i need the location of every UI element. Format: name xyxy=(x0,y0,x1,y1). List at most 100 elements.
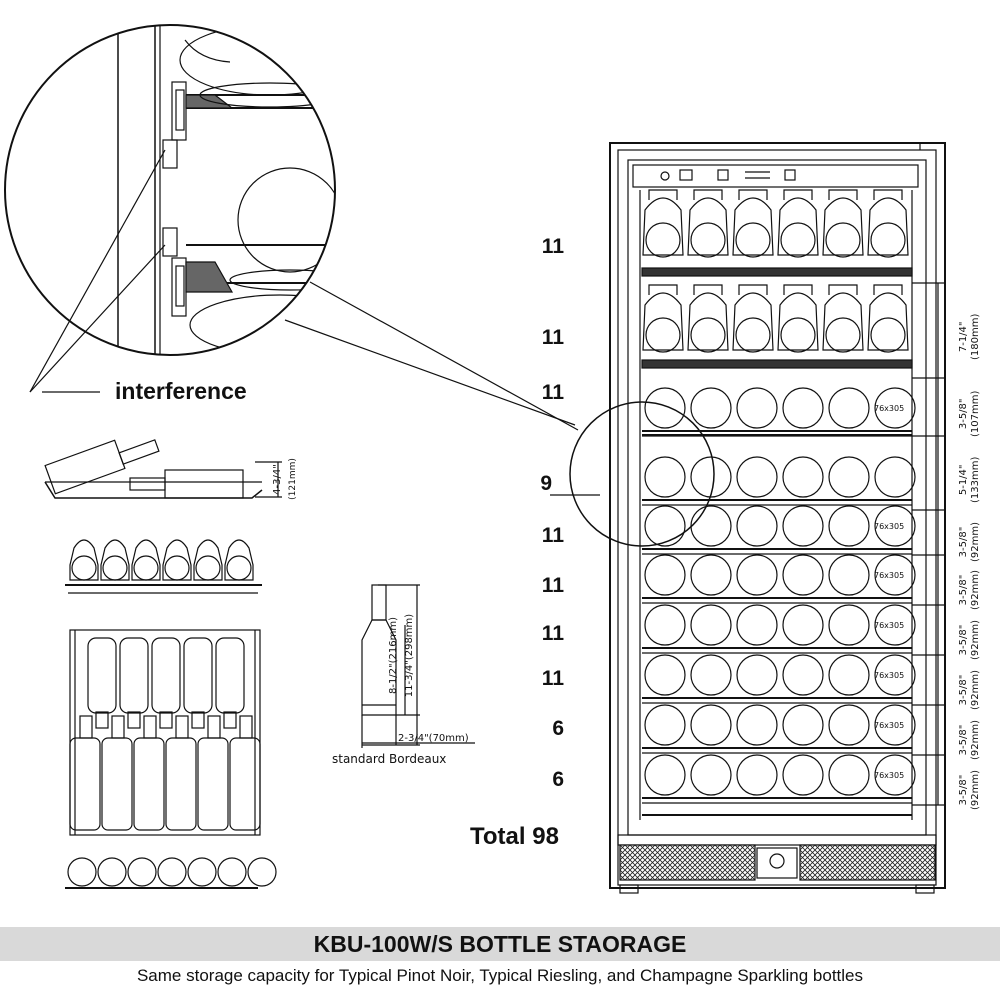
dimension-label: 3-5/8"(92mm) xyxy=(958,669,981,710)
shelf-count: 9 xyxy=(540,472,552,495)
bottle-neck xyxy=(79,715,93,739)
bottle-round xyxy=(736,654,778,696)
bottle-width: 2-3/4"(70mm) xyxy=(398,733,469,744)
bottle-round xyxy=(644,604,686,646)
bottle-upright xyxy=(648,189,678,200)
bottle-neck xyxy=(191,711,205,729)
bottle-upright xyxy=(732,292,774,351)
dimension-label: 3-5/8"(92mm) xyxy=(958,769,981,810)
bottle-top-view xyxy=(165,737,197,831)
bottle-neck xyxy=(175,715,189,739)
bottle-top-view xyxy=(183,637,213,714)
bottle-base xyxy=(780,317,816,353)
bottle-round xyxy=(690,554,732,596)
bottle-round xyxy=(690,505,732,547)
bottle-round xyxy=(736,505,778,547)
shelf-count: 6 xyxy=(552,717,564,740)
right-dimension-bracket xyxy=(912,282,945,806)
footer-subtitle: Same storage capacity for Typical Pinot … xyxy=(136,966,864,985)
shelf-count: 11 xyxy=(541,622,564,645)
bottle-round xyxy=(97,857,127,887)
bottle-upright xyxy=(693,284,723,295)
bottle-size-tag: 76x305 xyxy=(874,771,904,780)
bottle-size-tag: 76x305 xyxy=(874,721,904,730)
bottle-base xyxy=(71,555,97,581)
bottle-upright xyxy=(777,292,819,351)
bottle-round xyxy=(782,387,824,429)
bottle-round xyxy=(736,456,778,498)
bottle-size-tag: 76x305 xyxy=(874,671,904,680)
bottle-base xyxy=(645,222,681,258)
bottle-upright xyxy=(687,292,729,351)
bottle-neck xyxy=(127,711,141,729)
bottle-round xyxy=(644,505,686,547)
bottle-round xyxy=(828,704,870,746)
shelf-rail xyxy=(641,267,913,277)
bottle-round xyxy=(874,387,916,429)
bottle-neck xyxy=(159,711,173,729)
bottle-upright xyxy=(873,189,903,200)
bottle-base xyxy=(690,222,726,258)
bottle-upright xyxy=(687,197,729,256)
dimension-label: 3-5/8"(107mm) xyxy=(958,390,981,437)
bottle-base xyxy=(164,555,190,581)
bottle-round xyxy=(874,554,916,596)
dimension-label: 3-5/8"(92mm) xyxy=(958,719,981,760)
bottle-round xyxy=(874,505,916,547)
bottle-round xyxy=(782,654,824,696)
bottle-round xyxy=(736,554,778,596)
bottle-upright xyxy=(822,197,864,256)
bottle-neck xyxy=(207,715,221,739)
shelf-count: 11 xyxy=(541,235,564,258)
bottle-round xyxy=(127,857,157,887)
dimension-label: 3-5/8"(92mm) xyxy=(958,619,981,660)
detail-circle xyxy=(569,401,715,547)
bottle-neck xyxy=(95,711,109,729)
bottle-upright xyxy=(828,284,858,295)
bottle-round xyxy=(690,456,732,498)
bottle-round xyxy=(874,704,916,746)
bottle-round xyxy=(644,654,686,696)
bottle-round xyxy=(828,654,870,696)
bottle-round xyxy=(828,554,870,596)
bottle-base xyxy=(226,555,252,581)
tilt-dim-imperial: 4-3/4" xyxy=(271,464,283,495)
bottle-neck xyxy=(239,715,253,739)
bottle-round xyxy=(874,456,916,498)
bottle-round xyxy=(828,604,870,646)
bottle-round xyxy=(67,857,97,887)
bottle-base xyxy=(780,222,816,258)
bottle-round xyxy=(736,754,778,796)
bottle-base xyxy=(735,317,771,353)
bottle-round xyxy=(828,387,870,429)
bottle-round xyxy=(644,704,686,746)
bottle-round xyxy=(217,857,247,887)
bottle-upright xyxy=(777,197,819,256)
bottle-upright xyxy=(648,284,678,295)
total-count: Total 98 xyxy=(470,823,559,850)
shelf-count: 11 xyxy=(541,381,564,404)
bottle-base xyxy=(825,222,861,258)
bottle-round xyxy=(782,704,824,746)
bottle-size-tag: 76x305 xyxy=(874,404,904,413)
bottle-size-tag: 76x305 xyxy=(874,621,904,630)
bottle-base xyxy=(690,317,726,353)
wine-fridge-front-view: 76x30576x30576x30576x30576x30576x30576x3… xyxy=(609,142,946,894)
bottle-upright xyxy=(642,197,684,256)
tilt-dim-metric: (121mm) xyxy=(287,458,298,500)
bottle-upright xyxy=(873,284,903,295)
bottle-base xyxy=(870,222,906,258)
bottle-size-tag: 76x305 xyxy=(874,571,904,580)
bottle-top-view xyxy=(133,737,165,831)
bottle-upright xyxy=(783,189,813,200)
bottle-height-a: 8-1/2"(216mm) xyxy=(388,616,400,695)
bottle-upright xyxy=(738,284,768,295)
bottle-round xyxy=(690,754,732,796)
bottle-round xyxy=(644,456,686,498)
bottle-base xyxy=(645,317,681,353)
bottle-round xyxy=(736,604,778,646)
bottle-round xyxy=(828,456,870,498)
dimension-label: 3-5/8"(92mm) xyxy=(958,569,981,610)
bottle-upright xyxy=(732,197,774,256)
shelf-count: 11 xyxy=(541,326,564,349)
